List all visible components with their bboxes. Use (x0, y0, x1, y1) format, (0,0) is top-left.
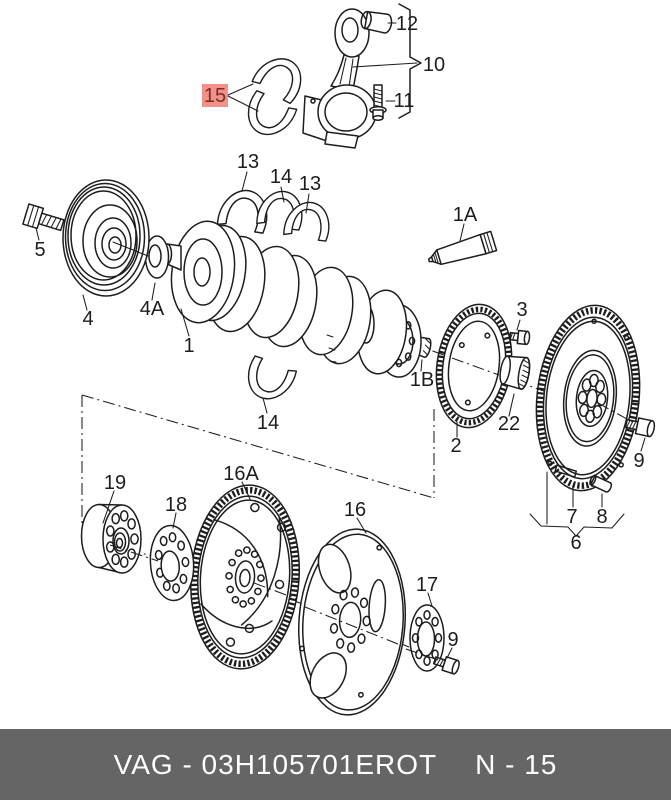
rod-bolt-11 (369, 84, 387, 121)
dowel-pin-8 (589, 474, 613, 493)
callout-17[interactable]: 17 (416, 574, 438, 596)
bolt-9-right (624, 417, 656, 438)
rod-bearing-shell-15-lower (247, 90, 298, 136)
callout-15-highlighted[interactable]: 15 (202, 84, 228, 107)
damper-cylinder-19 (80, 503, 142, 574)
connecting-rod-10 (302, 8, 377, 149)
highlight-box (202, 84, 228, 107)
piston-pin-bushing-12 (360, 10, 393, 34)
callout-8[interactable]: 8 (596, 506, 607, 528)
exploded-parts-diagram: 12 10 11 15 13 14 13 5 4 4A 1 14 1A 1B 2… (22, 3, 656, 716)
rod-bearing-shell-15-upper (251, 58, 302, 105)
callout-9-right[interactable]: 9 (633, 450, 644, 472)
belt-pulley-4 (62, 179, 150, 297)
axis-line-pulley (112, 241, 149, 257)
leader-lines (35, 22, 646, 659)
callout-labels: 12 10 11 15 13 14 13 5 4 4A 1 14 1A 1B 2… (34, 13, 644, 651)
dual-mass-flywheel-7 (535, 304, 641, 492)
main-bearing-shell-13-right (283, 201, 330, 242)
callout-9-lower[interactable]: 9 (447, 629, 458, 651)
main-bearing-shell-14-bottom (247, 355, 298, 400)
callout-13-left[interactable]: 13 (237, 151, 259, 173)
footer-bar: VAG - 03H105701EROT N - 15 (0, 729, 671, 800)
shim-washer-17 (409, 604, 445, 672)
callout-13-right[interactable]: 13 (299, 173, 321, 195)
callout-14-bottom[interactable]: 14 (257, 412, 279, 434)
callout-4A[interactable]: 4A (140, 298, 165, 320)
callout-6[interactable]: 6 (570, 532, 581, 554)
needle-bearing-22 (499, 355, 531, 390)
axis-overlays-lower (109, 544, 442, 662)
callout-3[interactable]: 3 (516, 299, 527, 321)
bolt-3 (508, 329, 531, 346)
bolt-5 (22, 203, 65, 232)
crankshaft-1 (161, 220, 422, 378)
group-bracket-10 (398, 3, 422, 119)
perforated-disc-18 (149, 524, 195, 602)
catalog-code: VAG - 03H105701EROT (113, 748, 438, 780)
callout-5[interactable]: 5 (34, 239, 45, 261)
bolt-9-lower (432, 656, 460, 675)
page-reference: N - 15 (475, 748, 558, 780)
callout-16[interactable]: 16 (344, 499, 366, 521)
sealant-tube-1A (427, 230, 498, 266)
callout-22[interactable]: 22 (498, 413, 520, 435)
callout-4[interactable]: 4 (82, 308, 93, 330)
axis-overlays-main (451, 357, 637, 425)
callout-1B[interactable]: 1B (410, 369, 434, 391)
callout-10[interactable]: 10 (423, 54, 445, 76)
callout-11[interactable]: 11 (394, 90, 415, 112)
callout-19[interactable]: 19 (104, 472, 126, 494)
group-bracket-6 (529, 513, 625, 537)
callout-18[interactable]: 18 (165, 494, 187, 516)
callout-1[interactable]: 1 (183, 335, 194, 357)
callout-2[interactable]: 2 (450, 435, 461, 457)
callout-15: 15 (204, 85, 226, 107)
thrust-washer-4A (144, 235, 170, 279)
main-bearing-shell-13-left (216, 189, 268, 234)
callout-14-top[interactable]: 14 (270, 166, 292, 188)
callout-1A[interactable]: 1A (453, 204, 478, 226)
drive-plate-16 (297, 528, 407, 716)
callout-16A[interactable]: 16A (223, 463, 259, 485)
callout-12[interactable]: 12 (396, 13, 418, 35)
drive-plate-ring-gear-16A (190, 484, 300, 670)
callout-7[interactable]: 7 (566, 506, 577, 528)
